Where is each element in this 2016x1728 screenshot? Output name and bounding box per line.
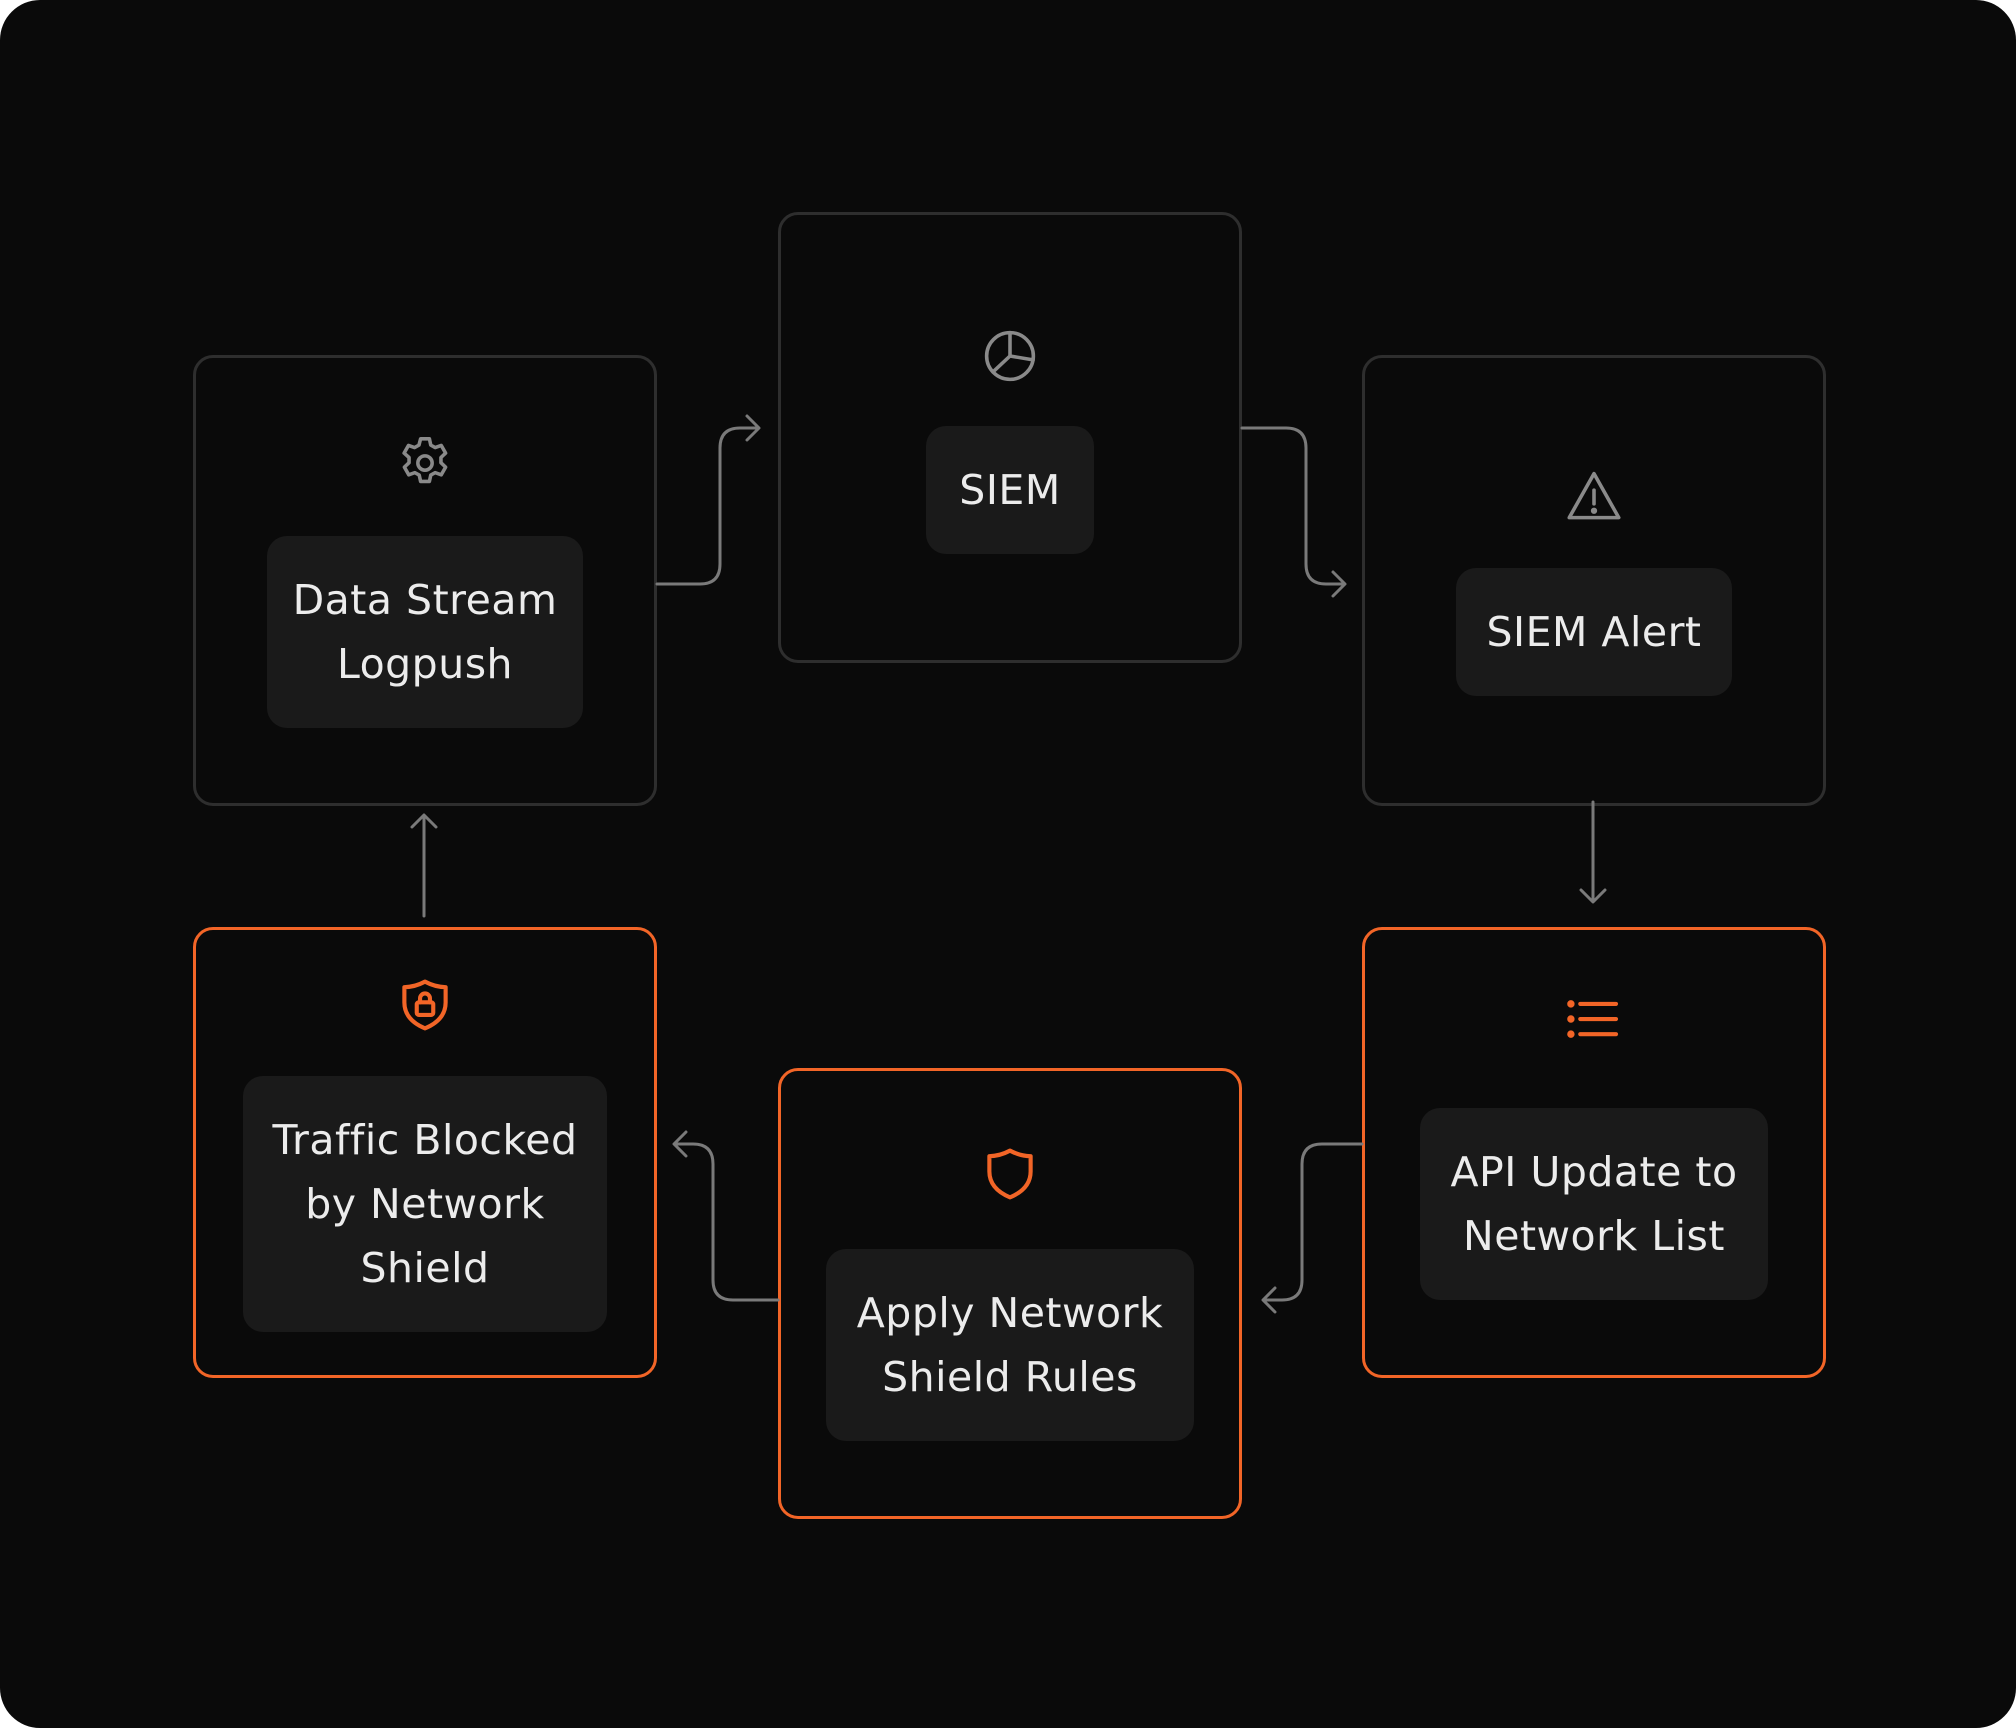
pie-chart-icon (977, 323, 1043, 389)
gear-icon (392, 430, 458, 496)
connector-arrow (655, 426, 759, 586)
node-label: SIEM Alert (1456, 568, 1732, 696)
connector-arrow (1240, 426, 1345, 586)
node-traffic-blocked: Traffic Blocked by Network Shield (193, 927, 657, 1378)
warning-icon (1561, 464, 1627, 530)
node-siem-alert: SIEM Alert (1362, 355, 1826, 806)
node-label: API Update to Network List (1420, 1108, 1768, 1300)
arrowhead (672, 1130, 688, 1158)
arrowhead (410, 813, 438, 829)
connector-arrow (674, 1142, 780, 1302)
node-api-update: API Update to Network List (1362, 927, 1826, 1378)
shield-icon (977, 1141, 1043, 1207)
arrowhead (745, 414, 761, 442)
node-label: Traffic Blocked by Network Shield (243, 1076, 607, 1332)
node-data-stream-logpush: Data Stream Logpush (193, 355, 657, 806)
list-icon (1561, 986, 1627, 1052)
arrowhead (1331, 570, 1347, 598)
node-label: SIEM (926, 426, 1094, 554)
node-siem: SIEM (778, 212, 1242, 663)
node-apply-rules: Apply Network Shield Rules (778, 1068, 1242, 1519)
arrowhead (1261, 1286, 1277, 1314)
node-label: Apply Network Shield Rules (826, 1249, 1194, 1441)
connector-arrow (1263, 1142, 1364, 1302)
arrowhead (1579, 888, 1607, 904)
node-label: Data Stream Logpush (267, 536, 583, 728)
shield-lock-icon (392, 972, 458, 1038)
